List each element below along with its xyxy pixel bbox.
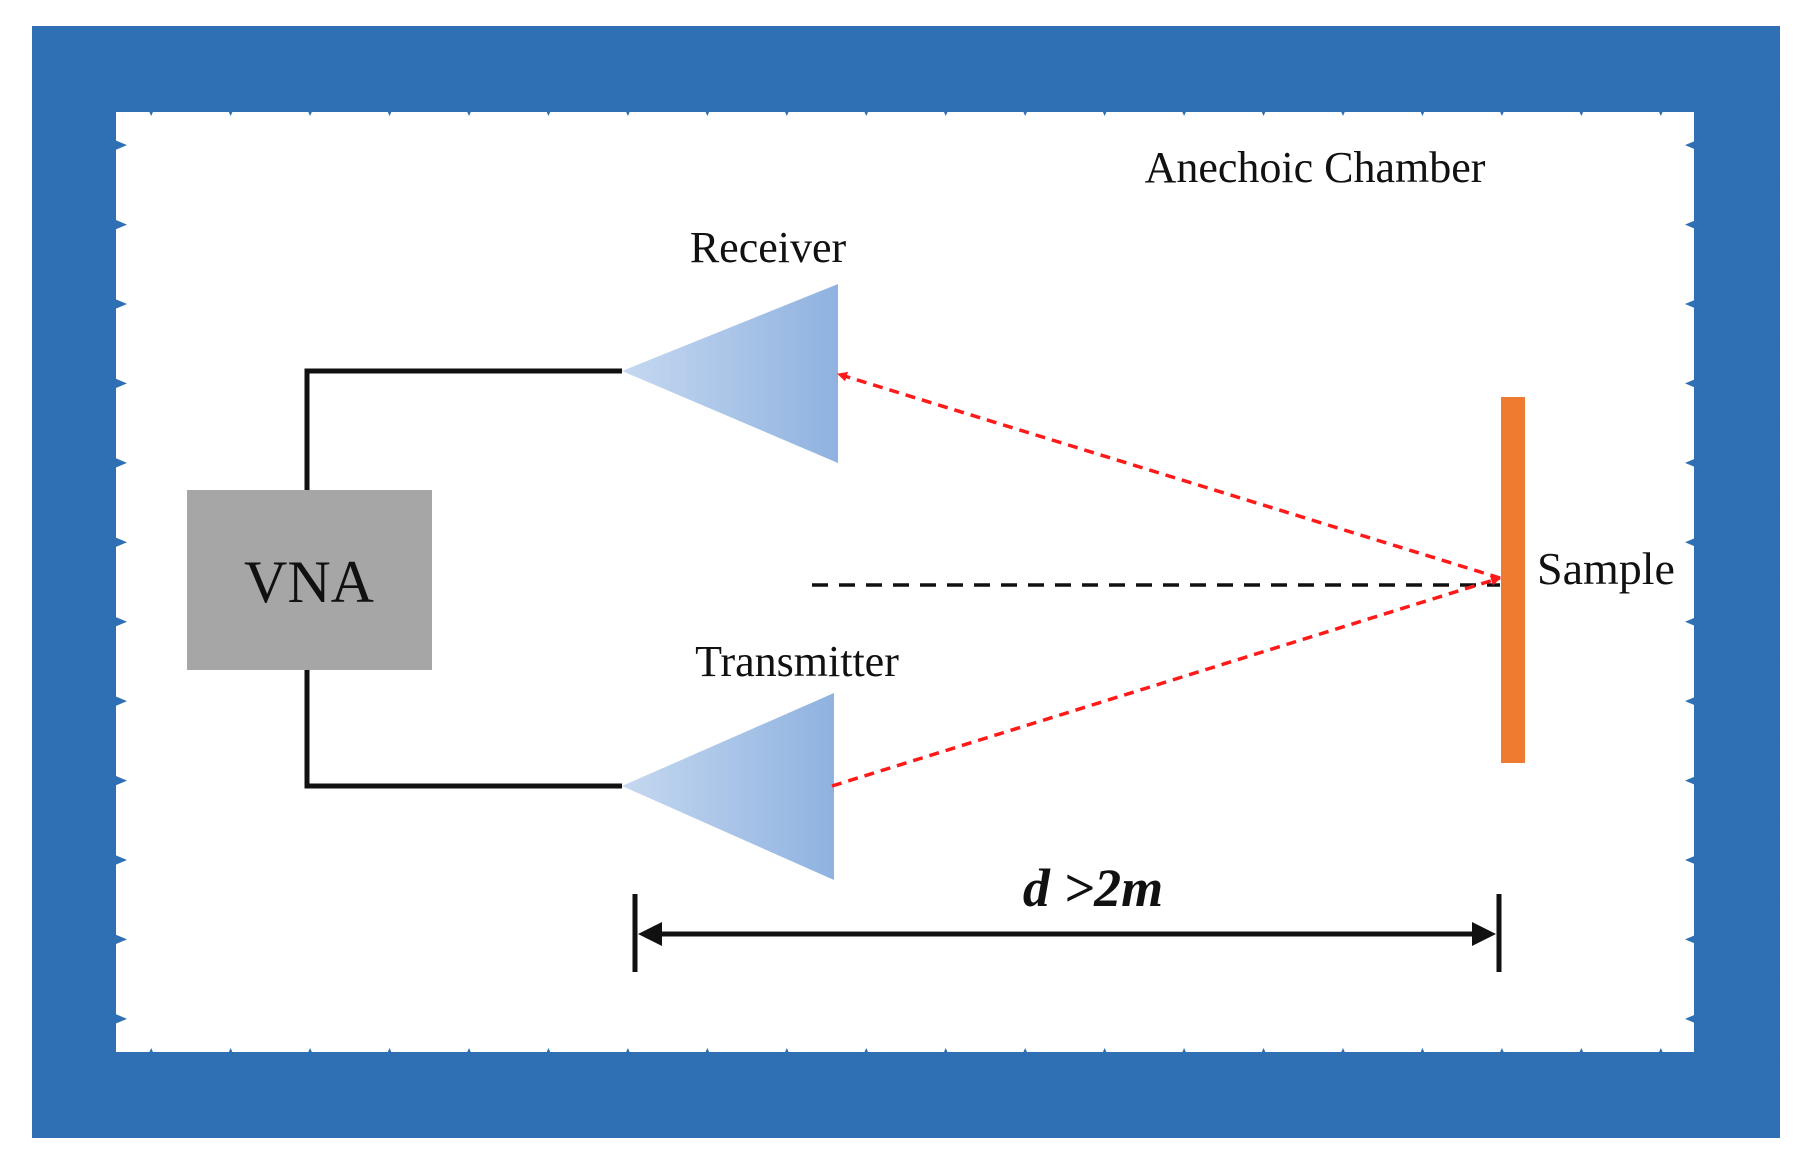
- absorber-tooth: [1685, 105, 1780, 185]
- absorber-tooth: [32, 899, 127, 980]
- absorber-tooth: [985, 26, 1065, 116]
- absorber-tooth: [1064, 26, 1145, 116]
- absorber-tooth: [32, 26, 127, 106]
- absorber-tooth: [32, 264, 127, 344]
- absorber-tooth: [906, 1048, 986, 1138]
- transmitter-antenna-icon: [622, 693, 834, 880]
- absorber-tooth: [588, 26, 668, 116]
- absorber-tooth: [1685, 502, 1780, 582]
- absorber-tooth: [32, 582, 127, 662]
- absorber-tooth: [32, 1058, 127, 1138]
- absorber-tooth: [429, 1048, 509, 1138]
- sample-label: Sample: [1537, 543, 1675, 594]
- absorber-tooth: [32, 184, 127, 265]
- absorber-tooth: [1621, 26, 1701, 116]
- absorber-tooth: [1541, 1048, 1622, 1138]
- absorber-tooth: [349, 26, 430, 116]
- absorber-tooth: [588, 1048, 668, 1138]
- absorber-tooth: [190, 26, 271, 116]
- absorber-tooth: [1541, 26, 1622, 116]
- absorber-tooth: [1685, 343, 1780, 424]
- absorber-tooth: [667, 1048, 748, 1138]
- absorber-tooth: [270, 1048, 350, 1138]
- absorber-tooth: [429, 26, 509, 116]
- absorber-tooth: [32, 740, 127, 821]
- absorber-tooth: [1382, 26, 1463, 116]
- absorber-tooth: [1144, 1048, 1224, 1138]
- absorber-tooth: [1144, 26, 1224, 116]
- sample-plate: [1501, 397, 1525, 763]
- absorber-tooth: [985, 1048, 1065, 1138]
- absorber-tooth: [32, 105, 127, 185]
- absorber-tooth: [1303, 26, 1383, 116]
- absorber-tooth: [1685, 740, 1780, 821]
- absorber-tooth: [1685, 184, 1780, 265]
- absorber-tooth: [1303, 1048, 1383, 1138]
- vna-instrument: VNA: [187, 490, 432, 670]
- receiver-cable: [304, 368, 622, 490]
- absorber-tooth: [1685, 264, 1780, 344]
- absorber-tooth: [747, 1048, 827, 1138]
- absorber-tooth: [508, 26, 589, 116]
- absorber-tooth: [1382, 1048, 1463, 1138]
- absorber-teeth-bottom: [32, 1048, 1780, 1138]
- vna-box: [187, 490, 432, 670]
- absorber-tooth: [349, 1048, 430, 1138]
- absorber-tooth: [826, 1048, 906, 1138]
- absorber-tooth: [1685, 979, 1780, 1059]
- anechoic-chamber: [32, 26, 1780, 1138]
- distance-marker-icon: [632, 894, 1502, 972]
- absorber-tooth: [1685, 899, 1780, 980]
- cables: [304, 368, 622, 789]
- absorber-tooth: [32, 979, 127, 1059]
- absorber-tooth: [1223, 1048, 1304, 1138]
- absorber-tooth: [508, 1048, 589, 1138]
- receiver-antenna-icon: [622, 284, 838, 463]
- absorber-tooth: [32, 502, 127, 582]
- absorber-tooth: [1223, 26, 1304, 116]
- absorber-tooth: [32, 820, 127, 900]
- absorber-tooth: [190, 1048, 271, 1138]
- transmitter-cable: [304, 670, 622, 789]
- absorber-tooth: [1621, 1048, 1701, 1138]
- absorber-tooth: [32, 343, 127, 424]
- absorber-tooth: [1685, 26, 1780, 106]
- absorber-tooth: [747, 26, 827, 116]
- absorber-tooth: [906, 26, 986, 116]
- transmitter-label: Transmitter: [695, 637, 899, 686]
- absorber-tooth: [1685, 423, 1780, 503]
- absorber-teeth-left: [32, 26, 127, 1138]
- vna-label: VNA: [244, 549, 374, 615]
- reflected-ray: [837, 371, 1501, 580]
- incident-ray: [831, 575, 1501, 788]
- absorber-tooth: [111, 1048, 191, 1138]
- absorber-tooth: [1064, 1048, 1145, 1138]
- absorber-tooth: [32, 423, 127, 503]
- receiver-label: Receiver: [690, 223, 847, 272]
- absorber-tooth: [1685, 661, 1780, 741]
- absorber-tooth: [1462, 1048, 1542, 1138]
- absorber-tooth: [667, 26, 748, 116]
- absorber-tooth: [270, 26, 350, 116]
- absorber-tooth: [1462, 26, 1542, 116]
- absorber-tooth: [1685, 820, 1780, 900]
- absorber-tooth: [1685, 582, 1780, 662]
- absorber-teeth-right: [1685, 26, 1780, 1138]
- absorber-tooth: [826, 26, 906, 116]
- absorber-tooth: [1685, 1058, 1780, 1138]
- absorber-tooth: [32, 661, 127, 741]
- distance-label: d >2m: [1023, 858, 1163, 918]
- chamber-label: Anechoic Chamber: [1145, 143, 1486, 192]
- absorber-tooth: [111, 26, 191, 116]
